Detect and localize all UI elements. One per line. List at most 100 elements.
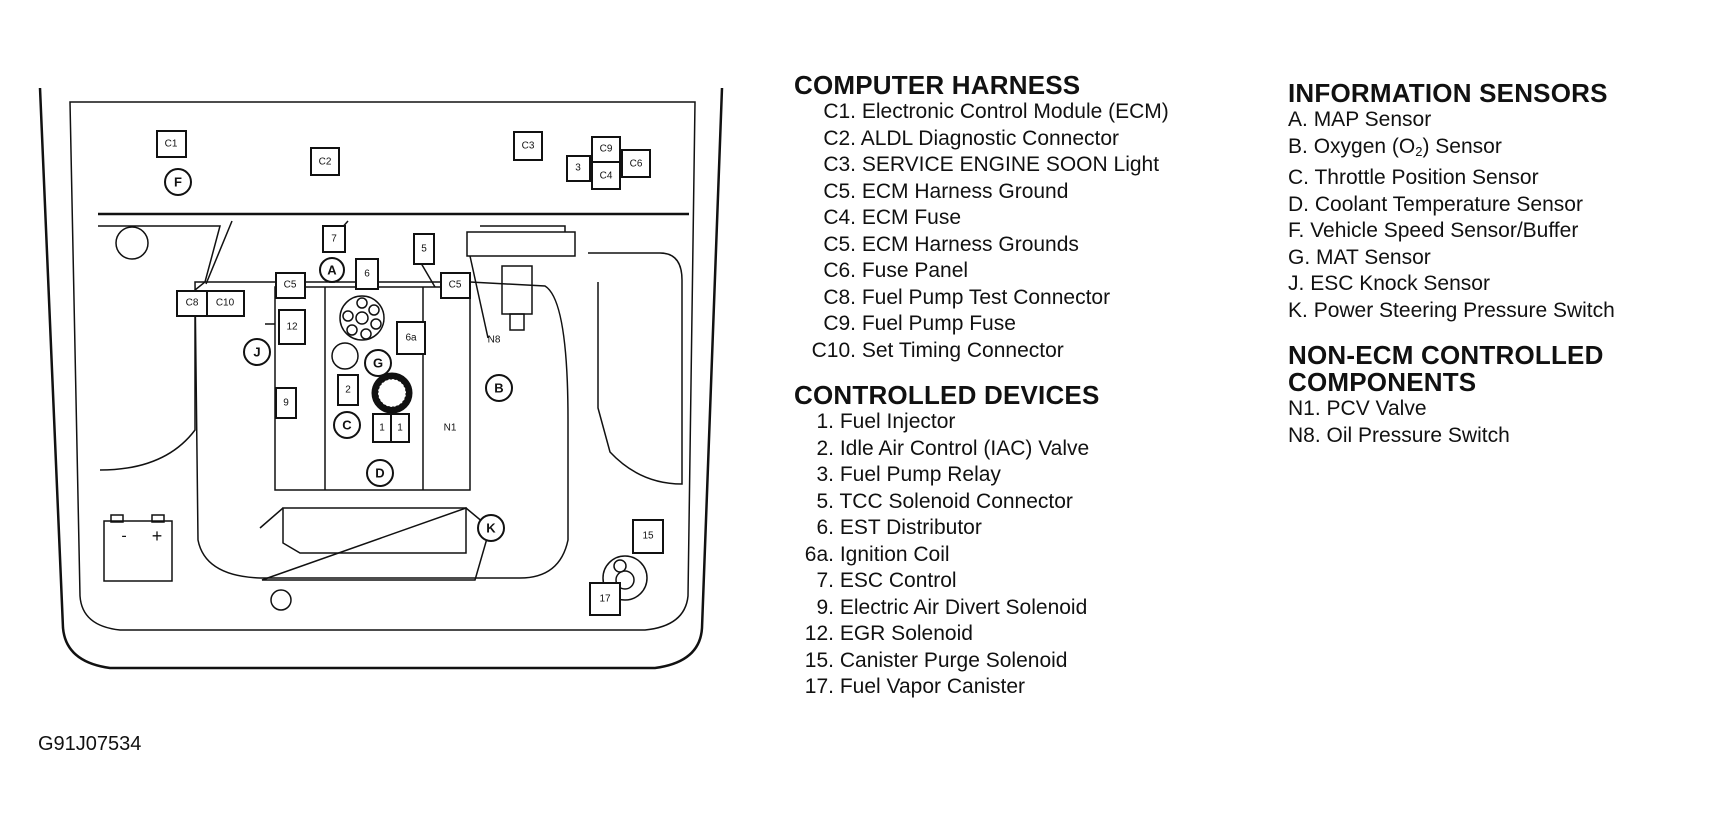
c6-label: C6 — [630, 159, 643, 170]
legend-text: Electronic Control Module (ECM) — [861, 100, 1169, 123]
compartment-inner-outline — [69, 101, 696, 631]
compartment-outline — [38, 87, 724, 670]
sensor-d: D — [366, 459, 394, 487]
legend-code: 5. — [816, 489, 834, 513]
legend-code: N8. — [1288, 423, 1321, 447]
legend-text: ECM Fuse — [861, 206, 962, 229]
oil-sender-stem — [509, 313, 525, 331]
computer-harness-item: C6. Fuse Panel — [794, 258, 1169, 285]
box-c3: C3 — [513, 131, 543, 161]
computer-harness-item: C9. Fuel Pump Fuse — [794, 311, 1169, 338]
sensor-b: B — [485, 374, 513, 402]
sensor-f: F — [164, 168, 192, 196]
information-sensor-item: C. Throttle Position Sensor — [1288, 165, 1615, 192]
legend-code: C5. — [823, 179, 856, 203]
c2-label: C2 — [319, 157, 332, 168]
information-sensor-item: F. Vehicle Speed Sensor/Buffer — [1288, 218, 1615, 245]
controlled-device-item: 12. EGR Solenoid — [794, 621, 1169, 648]
legend-text: Power Steering Pressure Switch — [1313, 298, 1615, 322]
d12-label: 12 — [286, 322, 298, 333]
computer-harness-list: C1. Electronic Control Module (ECM)C2. A… — [794, 99, 1169, 364]
legend-text: Ignition Coil — [839, 542, 950, 566]
legend-text: ECM Harness Ground — [861, 179, 1069, 203]
air-cleaner-outer — [259, 507, 491, 581]
computer-harness-item: C8. Fuel Pump Test Connector — [794, 285, 1169, 312]
non-ecm-heading-line2: COMPONENTS — [1288, 367, 1477, 397]
sensor-f-label: F — [174, 175, 182, 190]
legend-code: D. — [1288, 192, 1309, 216]
legend-code: A. — [1288, 108, 1308, 131]
controlled-device-item: 7. ESC Control — [794, 568, 1169, 595]
engine-block — [194, 281, 569, 579]
legend-text: Oxygen (O — [1313, 134, 1416, 158]
left-fender-apron — [98, 225, 221, 471]
non-ecm-item: N8. Oil Pressure Switch — [1288, 423, 1615, 450]
box-c5b: C5 — [440, 272, 471, 299]
c9-label: C9 — [600, 144, 613, 155]
box-d1a: 1 — [372, 413, 392, 443]
legend-text: SERVICE ENGINE SOON Light — [861, 153, 1160, 176]
information-sensor-item: B. Oxygen (O2) Sensor — [1288, 134, 1615, 166]
legend-text: MAP Sensor — [1313, 108, 1432, 131]
legend-text: Fuel Injector — [839, 410, 956, 433]
computer-harness-item: C4. ECM Fuse — [794, 205, 1169, 232]
c5b-label: C5 — [449, 280, 462, 291]
n1-label: N1 — [444, 423, 457, 434]
legend-code: 9. — [816, 595, 834, 619]
legend-text: Fuel Pump Test Connector — [861, 285, 1111, 309]
legend-code: J. — [1288, 272, 1305, 295]
legend-text: ESC Knock Sensor — [1310, 272, 1490, 295]
information-sensor-item: D. Coolant Temperature Sensor — [1288, 192, 1615, 219]
c8-lead — [205, 220, 233, 285]
sensor-k: K — [477, 514, 505, 542]
box-c8: C8 — [176, 290, 208, 317]
distributor-post — [356, 297, 368, 309]
legend-code: 15. — [804, 648, 834, 672]
controlled-device-item: 5. TCC Solenoid Connector — [794, 489, 1169, 516]
n1-valve — [331, 342, 359, 370]
legend-code: C1. — [823, 100, 856, 123]
n8-lead — [469, 255, 489, 339]
d6a-label: 6a — [405, 333, 417, 344]
c8-label: C8 — [186, 298, 199, 309]
box-d5: 5 — [413, 233, 435, 265]
d7-label: 7 — [331, 234, 337, 245]
canister-port — [613, 559, 627, 573]
information-sensor-item: K. Power Steering Pressure Switch — [1288, 298, 1615, 325]
intake-plenum — [274, 286, 471, 491]
battery-minus-label: - — [121, 528, 126, 545]
controlled-device-item: 9. Electric Air Divert Solenoid — [794, 595, 1169, 622]
legend-text: Throttle Position Sensor — [1314, 166, 1539, 189]
computer-harness-item: C3. SERVICE ENGINE SOON Light — [794, 152, 1169, 179]
legend-text: Electric Air Divert Solenoid — [839, 595, 1088, 619]
box-d9: 9 — [275, 387, 297, 419]
c5a-label: C5 — [284, 280, 297, 291]
non-ecm-item: N1. PCV Valve — [1288, 396, 1615, 423]
sensor-k-label: K — [486, 521, 496, 536]
distributor-post — [360, 328, 372, 340]
legend-text: Canister Purge Solenoid — [839, 648, 1068, 672]
d1-label: 1 — [379, 423, 385, 434]
legend-text: EST Distributor — [839, 516, 982, 539]
box-c5a: C5 — [275, 272, 306, 299]
controlled-devices-heading: CONTROLLED DEVICES — [794, 380, 1100, 410]
information-sensors-heading: INFORMATION SENSORS — [1288, 78, 1608, 108]
legend-code: 6. — [816, 516, 834, 539]
legend-code: B. — [1288, 134, 1308, 158]
box-c9: C9 — [591, 136, 621, 163]
legend-text: Oil Pressure Switch — [1326, 423, 1510, 447]
legend-code: K. — [1288, 298, 1308, 322]
box-d12: 12 — [278, 309, 306, 345]
controlled-device-item: 6. EST Distributor — [794, 515, 1169, 542]
battery-post-neg — [110, 514, 124, 523]
legend-code: C9. — [823, 312, 856, 335]
legend-code: C2. — [823, 126, 856, 150]
legend-text: Idle Air Control (IAC) Valve — [839, 436, 1090, 460]
legend-text: TCC Solenoid Connector — [839, 489, 1073, 513]
box-c4: C4 — [591, 161, 621, 190]
box-d17: 17 — [589, 582, 621, 616]
controlled-device-item: 17. Fuel Vapor Canister — [794, 674, 1169, 701]
legend-text: Fuel Vapor Canister — [839, 675, 1026, 698]
box-c6: C6 — [621, 149, 651, 178]
